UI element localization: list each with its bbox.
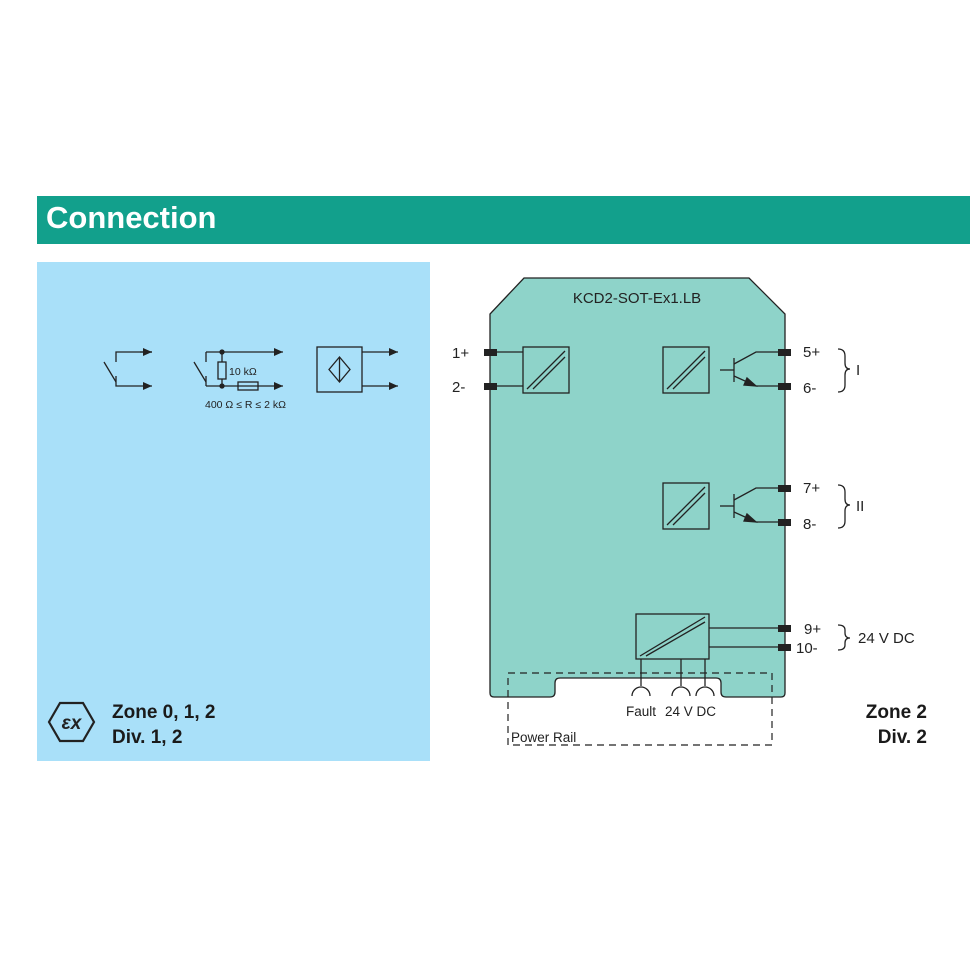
terminal-6: [778, 383, 791, 390]
safe-zone-label: Zone 2: [865, 702, 927, 723]
terminal-label-1: 1+: [452, 345, 469, 362]
terminal-9: [778, 625, 791, 632]
contact-with-resistors-symbol: [193, 348, 283, 391]
terminal-label-9: 9+: [804, 621, 821, 638]
transistor-2: [720, 487, 784, 523]
terminal-label-5: 5+: [803, 344, 820, 361]
terminal-5: [778, 349, 791, 356]
mechanical-contact-symbol: [103, 348, 152, 390]
terminal-2: [484, 383, 497, 390]
terminal-7: [778, 485, 791, 492]
power-rail-outline: [507, 672, 773, 746]
terminal-label-7: 7+: [803, 480, 820, 497]
fault-label: Fault: [626, 704, 656, 719]
brace-power: [837, 624, 851, 651]
output-isolator-2: [662, 482, 710, 530]
ex-marking-icon: εx: [47, 701, 96, 743]
terminal-10: [778, 644, 791, 651]
sensor-symbol: [316, 346, 398, 393]
device-body: [489, 277, 786, 698]
terminal-1: [484, 349, 497, 356]
power-converter: [635, 613, 784, 660]
device-model: KCD2-SOT-Ex1.LB: [573, 290, 701, 307]
section-header: Connection: [37, 196, 970, 244]
hazardous-area-panel: [37, 262, 430, 761]
terminal-label-6: 6-: [803, 380, 816, 397]
safe-div-label: Div. 2: [877, 727, 927, 748]
brace-output-1: [837, 348, 851, 393]
brace-output-2: [837, 484, 851, 529]
hazard-div-label: Div. 1, 2: [112, 727, 183, 748]
transistor-1: [720, 351, 784, 387]
terminal-label-2: 2-: [452, 379, 465, 396]
terminal-label-8: 8-: [803, 516, 816, 533]
resistor-label: 10 kΩ: [229, 366, 257, 378]
hazard-zone-label: Zone 0, 1, 2: [112, 702, 216, 723]
power-label: 24 V DC: [858, 630, 915, 647]
output-isolator-1: [662, 346, 710, 394]
power-rail-label: Power Rail: [511, 730, 576, 745]
terminal-label-10: 10-: [796, 640, 818, 657]
output-label-2: II: [856, 498, 864, 515]
output-label-1: I: [856, 362, 860, 379]
section-title: Connection: [46, 200, 217, 235]
rail-supply-label: 24 V DC: [665, 704, 716, 719]
resistance-range-label: 400 Ω ≤ R ≤ 2 kΩ: [205, 399, 286, 411]
terminal-8: [778, 519, 791, 526]
svg-text:εx: εx: [62, 713, 83, 734]
